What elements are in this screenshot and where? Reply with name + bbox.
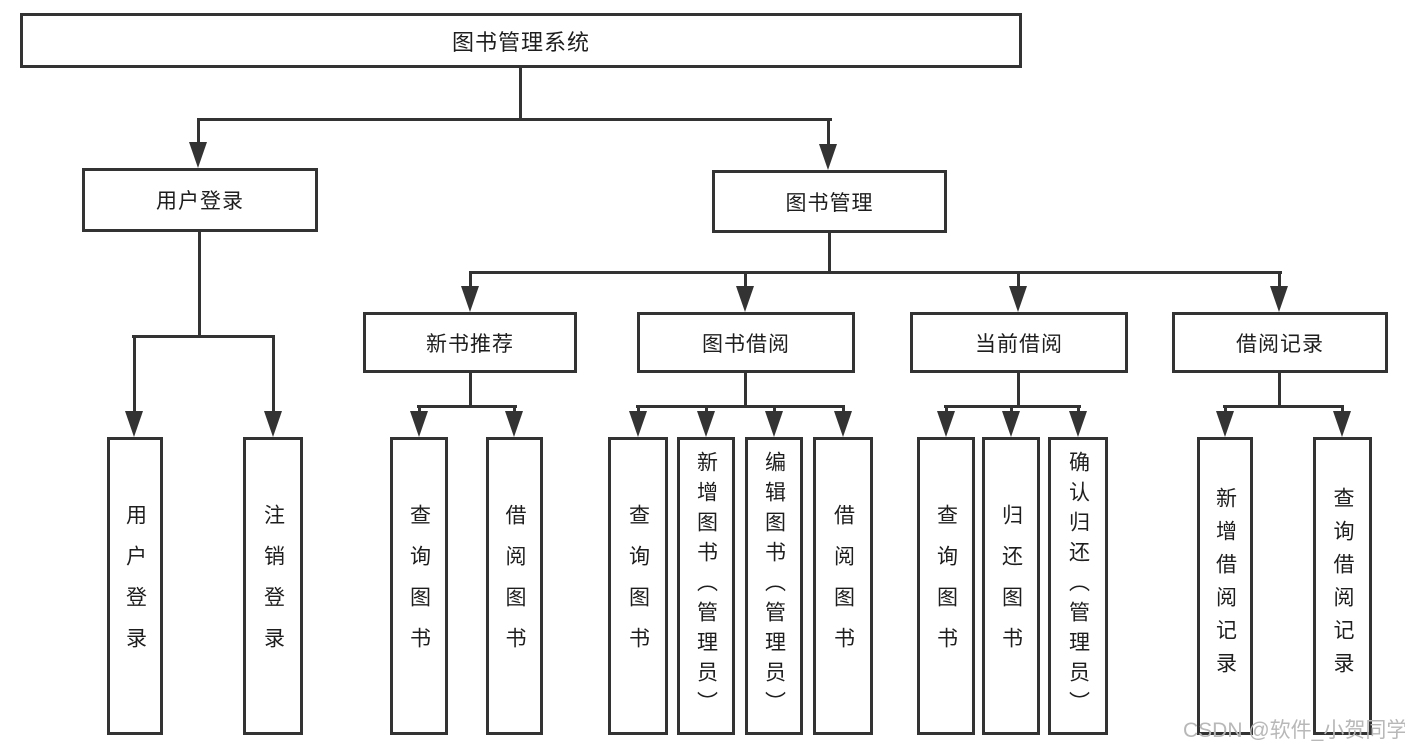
connector-arrow-down (1002, 405, 1020, 437)
connector-line (744, 373, 747, 408)
connector-line (1278, 373, 1281, 408)
leaf-user-login: 用户登录 (107, 437, 163, 735)
leaf-add-books-admin: 新增图书（管理员） (677, 437, 735, 735)
connector-line (417, 405, 517, 408)
leaf-query-books-recommend: 查询图书 (390, 437, 448, 735)
connector-arrow-down (834, 405, 852, 437)
connector-line (197, 118, 832, 121)
watermark-text: CSDN @软件_小贺同学 (1183, 719, 1405, 742)
connector-arrow-down (1069, 405, 1087, 437)
connector-arrow-down (629, 405, 647, 437)
connector-line (198, 232, 201, 338)
connector-arrow-down (410, 405, 428, 437)
leaf-confirm-return-admin: 确认归还（管理员） (1048, 437, 1108, 735)
node-borrowing-records: 借阅记录 (1172, 312, 1388, 373)
leaf-query-books-borrowing: 查询图书 (608, 437, 668, 735)
connector-line (636, 405, 845, 408)
node-book-borrowing: 图书借阅 (637, 312, 855, 373)
connector-arrow-down (505, 405, 523, 437)
leaf-borrow-books: 借阅图书 (813, 437, 873, 735)
leaf-query-books-current: 查询图书 (917, 437, 975, 735)
connector-line (1223, 405, 1344, 408)
connector-arrow-down (819, 118, 837, 170)
connector-arrow-down (1009, 271, 1027, 312)
connector-arrow-down (125, 335, 143, 437)
leaf-query-borrow-record: 查询借阅记录 (1313, 437, 1372, 735)
node-book-management: 图书管理 (712, 170, 947, 233)
connector-arrow-down (1333, 405, 1351, 437)
connector-arrow-down (736, 271, 754, 312)
leaf-borrow-books-recommend: 借阅图书 (486, 437, 543, 735)
connector-arrow-down (461, 271, 479, 312)
connector-line (1017, 373, 1020, 408)
connector-arrow-down (1216, 405, 1234, 437)
node-new-book-recommend: 新书推荐 (363, 312, 577, 373)
leaf-add-borrow-record: 新增借阅记录 (1197, 437, 1253, 735)
leaf-edit-books-admin: 编辑图书（管理员） (745, 437, 803, 735)
connector-line (469, 373, 472, 408)
connector-arrow-down (1270, 271, 1288, 312)
leaf-logout: 注销登录 (243, 437, 303, 735)
connector-arrow-down (264, 335, 282, 437)
node-user-login: 用户登录 (82, 168, 318, 232)
connector-line (469, 271, 1282, 274)
connector-arrow-down (937, 405, 955, 437)
node-library-system: 图书管理系统 (20, 13, 1022, 68)
connector-arrow-down (189, 118, 207, 168)
connector-line (519, 68, 522, 121)
connector-arrow-down (697, 405, 715, 437)
connector-arrow-down (765, 405, 783, 437)
connector-line (132, 335, 275, 338)
node-current-borrowing: 当前借阅 (910, 312, 1128, 373)
connector-line (828, 233, 831, 274)
leaf-return-books: 归还图书 (982, 437, 1040, 735)
